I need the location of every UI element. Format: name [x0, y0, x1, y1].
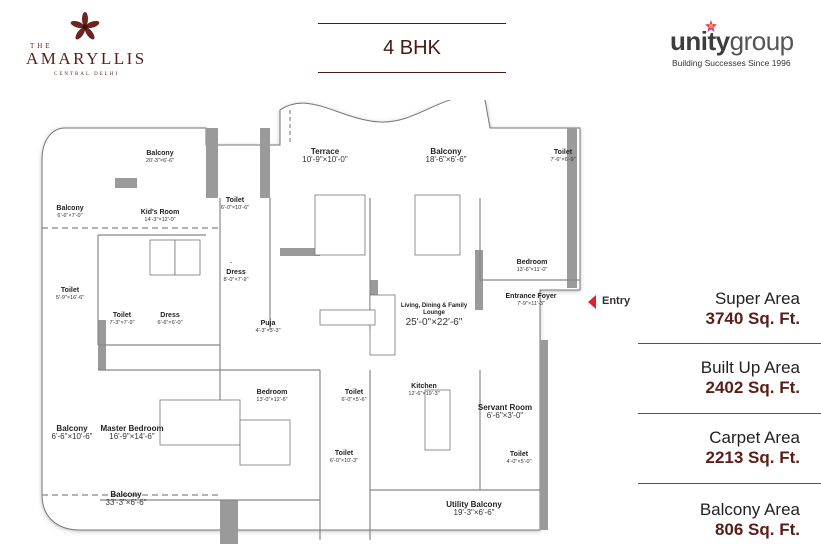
entry-label: Entry: [602, 295, 631, 307]
area-divider: [638, 413, 821, 414]
area-divider: [638, 343, 821, 344]
area-carpet-value: 2213 Sq. Ft.: [705, 448, 800, 467]
unity-tagline: Building Successes Since 1996: [672, 58, 791, 68]
area-balcony-label: Balcony Area: [699, 500, 800, 519]
brand-name: AMARYLLIS: [26, 49, 147, 68]
unit-type-title: 4 BHK: [318, 23, 506, 73]
area-super-value: 3740 Sq. Ft.: [705, 309, 800, 328]
area-super: Super Area 3740 Sq. Ft.: [706, 289, 800, 329]
area-built-up-label: Built Up Area: [700, 358, 800, 377]
unity-star-icon: [705, 20, 717, 32]
area-balcony: Balcony Area 806 Sq. Ft.: [700, 500, 800, 540]
area-divider: [638, 483, 821, 484]
entry-arrow-icon: [588, 295, 596, 309]
floor-plan: [41, 100, 581, 544]
brand-subtitle: CENTRAL DELHI: [54, 72, 120, 77]
unity-logo-text: unitygroup: [670, 26, 794, 56]
area-balcony-value: 806 Sq. Ft.: [714, 520, 800, 539]
amaryllis-flower-icon: [70, 12, 100, 40]
area-super-label: Super Area: [714, 289, 800, 308]
area-built-up-value: 2402 Sq. Ft.: [705, 378, 800, 397]
area-carpet: Carpet Area 2213 Sq. Ft.: [706, 428, 800, 468]
unity-group-logo: unitygroup Building Successes Since 1996: [670, 20, 820, 70]
area-carpet-label: Carpet Area: [709, 428, 800, 447]
brand-the: THE: [30, 42, 53, 50]
area-built-up: Built Up Area 2402 Sq. Ft.: [701, 358, 800, 398]
amaryllis-logo: THE AMARYLLIS CENTRAL DELHI: [18, 10, 148, 80]
unit-type-label: 4 BHK: [383, 37, 441, 59]
